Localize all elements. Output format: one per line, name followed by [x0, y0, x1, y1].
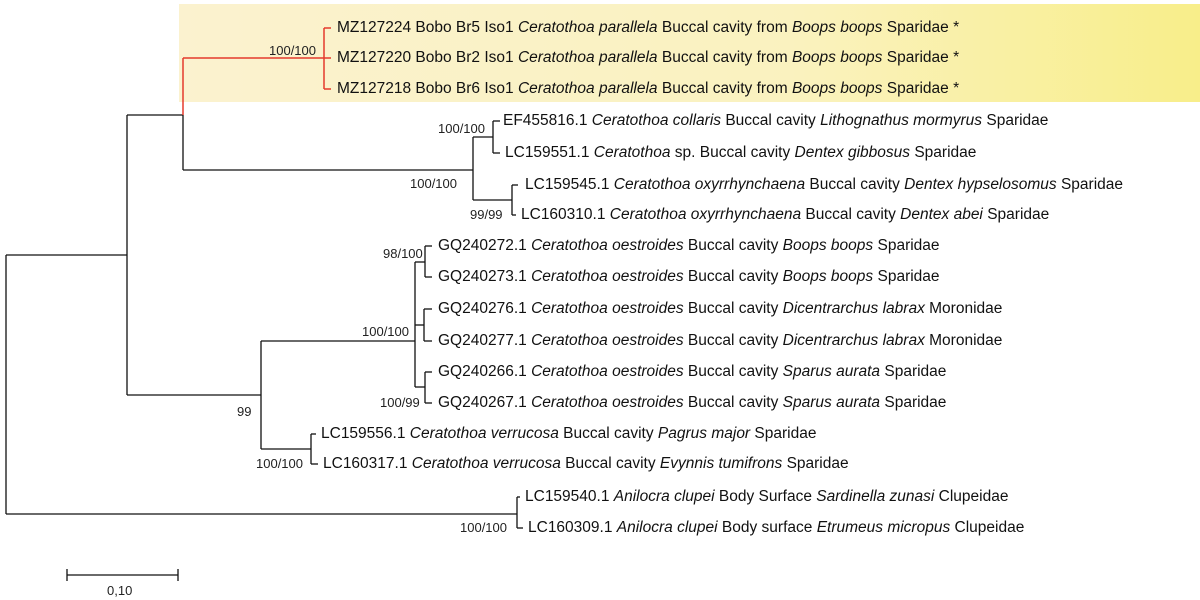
support-value-collaris: 100/100 — [438, 121, 485, 136]
leaf-label: MZ127220 Bobo Br2 Iso1 Ceratothoa parall… — [337, 49, 960, 66]
support-value-oxy: 99/99 — [470, 207, 503, 222]
leaf-label: LC159556.1 Ceratothoa verrucosa Buccal c… — [321, 425, 817, 442]
support-value-collaris-oxy: 100/100 — [410, 176, 457, 191]
leaf-label: GQ240273.1 Ceratothoa oestroides Buccal … — [438, 268, 940, 285]
leaf-label: LC160317.1 Ceratothoa verrucosa Buccal c… — [323, 455, 849, 472]
support-value-parallela: 100/100 — [269, 43, 316, 58]
leaf-label: GQ240267.1 Ceratothoa oestroides Buccal … — [438, 394, 947, 411]
highlighted-clade-background — [179, 4, 1200, 102]
leaf-label: GQ240277.1 Ceratothoa oestroides Buccal … — [438, 332, 1003, 349]
leaf-label: GQ240276.1 Ceratothoa oestroides Buccal … — [438, 300, 1003, 317]
leaf-label: LC160310.1 Ceratothoa oxyrrhynchaena Buc… — [521, 206, 1050, 223]
leaf-label: GQ240266.1 Ceratothoa oestroides Buccal … — [438, 363, 947, 380]
support-value-oestroides: 100/100 — [362, 324, 409, 339]
leaf-label: LC159545.1 Ceratothoa oxyrrhynchaena Buc… — [525, 176, 1124, 193]
support-value-verrucosa: 100/100 — [256, 456, 303, 471]
leaf-label: GQ240272.1 Ceratothoa oestroides Buccal … — [438, 237, 940, 254]
leaf-label: LC159551.1 Ceratothoa sp. Buccal cavity … — [505, 144, 977, 161]
leaf-label: LC160309.1 Anilocra clupei Body surface … — [528, 519, 1025, 536]
support-value-oest-a: 98/100 — [383, 246, 423, 261]
support-value-anilocra: 100/100 — [460, 520, 507, 535]
scale-bar-label: 0,10 — [107, 583, 133, 598]
leaf-label: EF455816.1 Ceratothoa collaris Buccal ca… — [503, 112, 1049, 129]
leaf-label: MZ127224 Bobo Br5 Iso1 Ceratothoa parall… — [337, 19, 960, 36]
support-value-oest-c: 100/99 — [380, 395, 420, 410]
support-value-oest-verr: 99 — [237, 404, 252, 419]
leaf-label: LC159540.1 Anilocra clupei Body Surface … — [525, 488, 1009, 505]
leaf-label: MZ127218 Bobo Br6 Iso1 Ceratothoa parall… — [337, 80, 960, 97]
